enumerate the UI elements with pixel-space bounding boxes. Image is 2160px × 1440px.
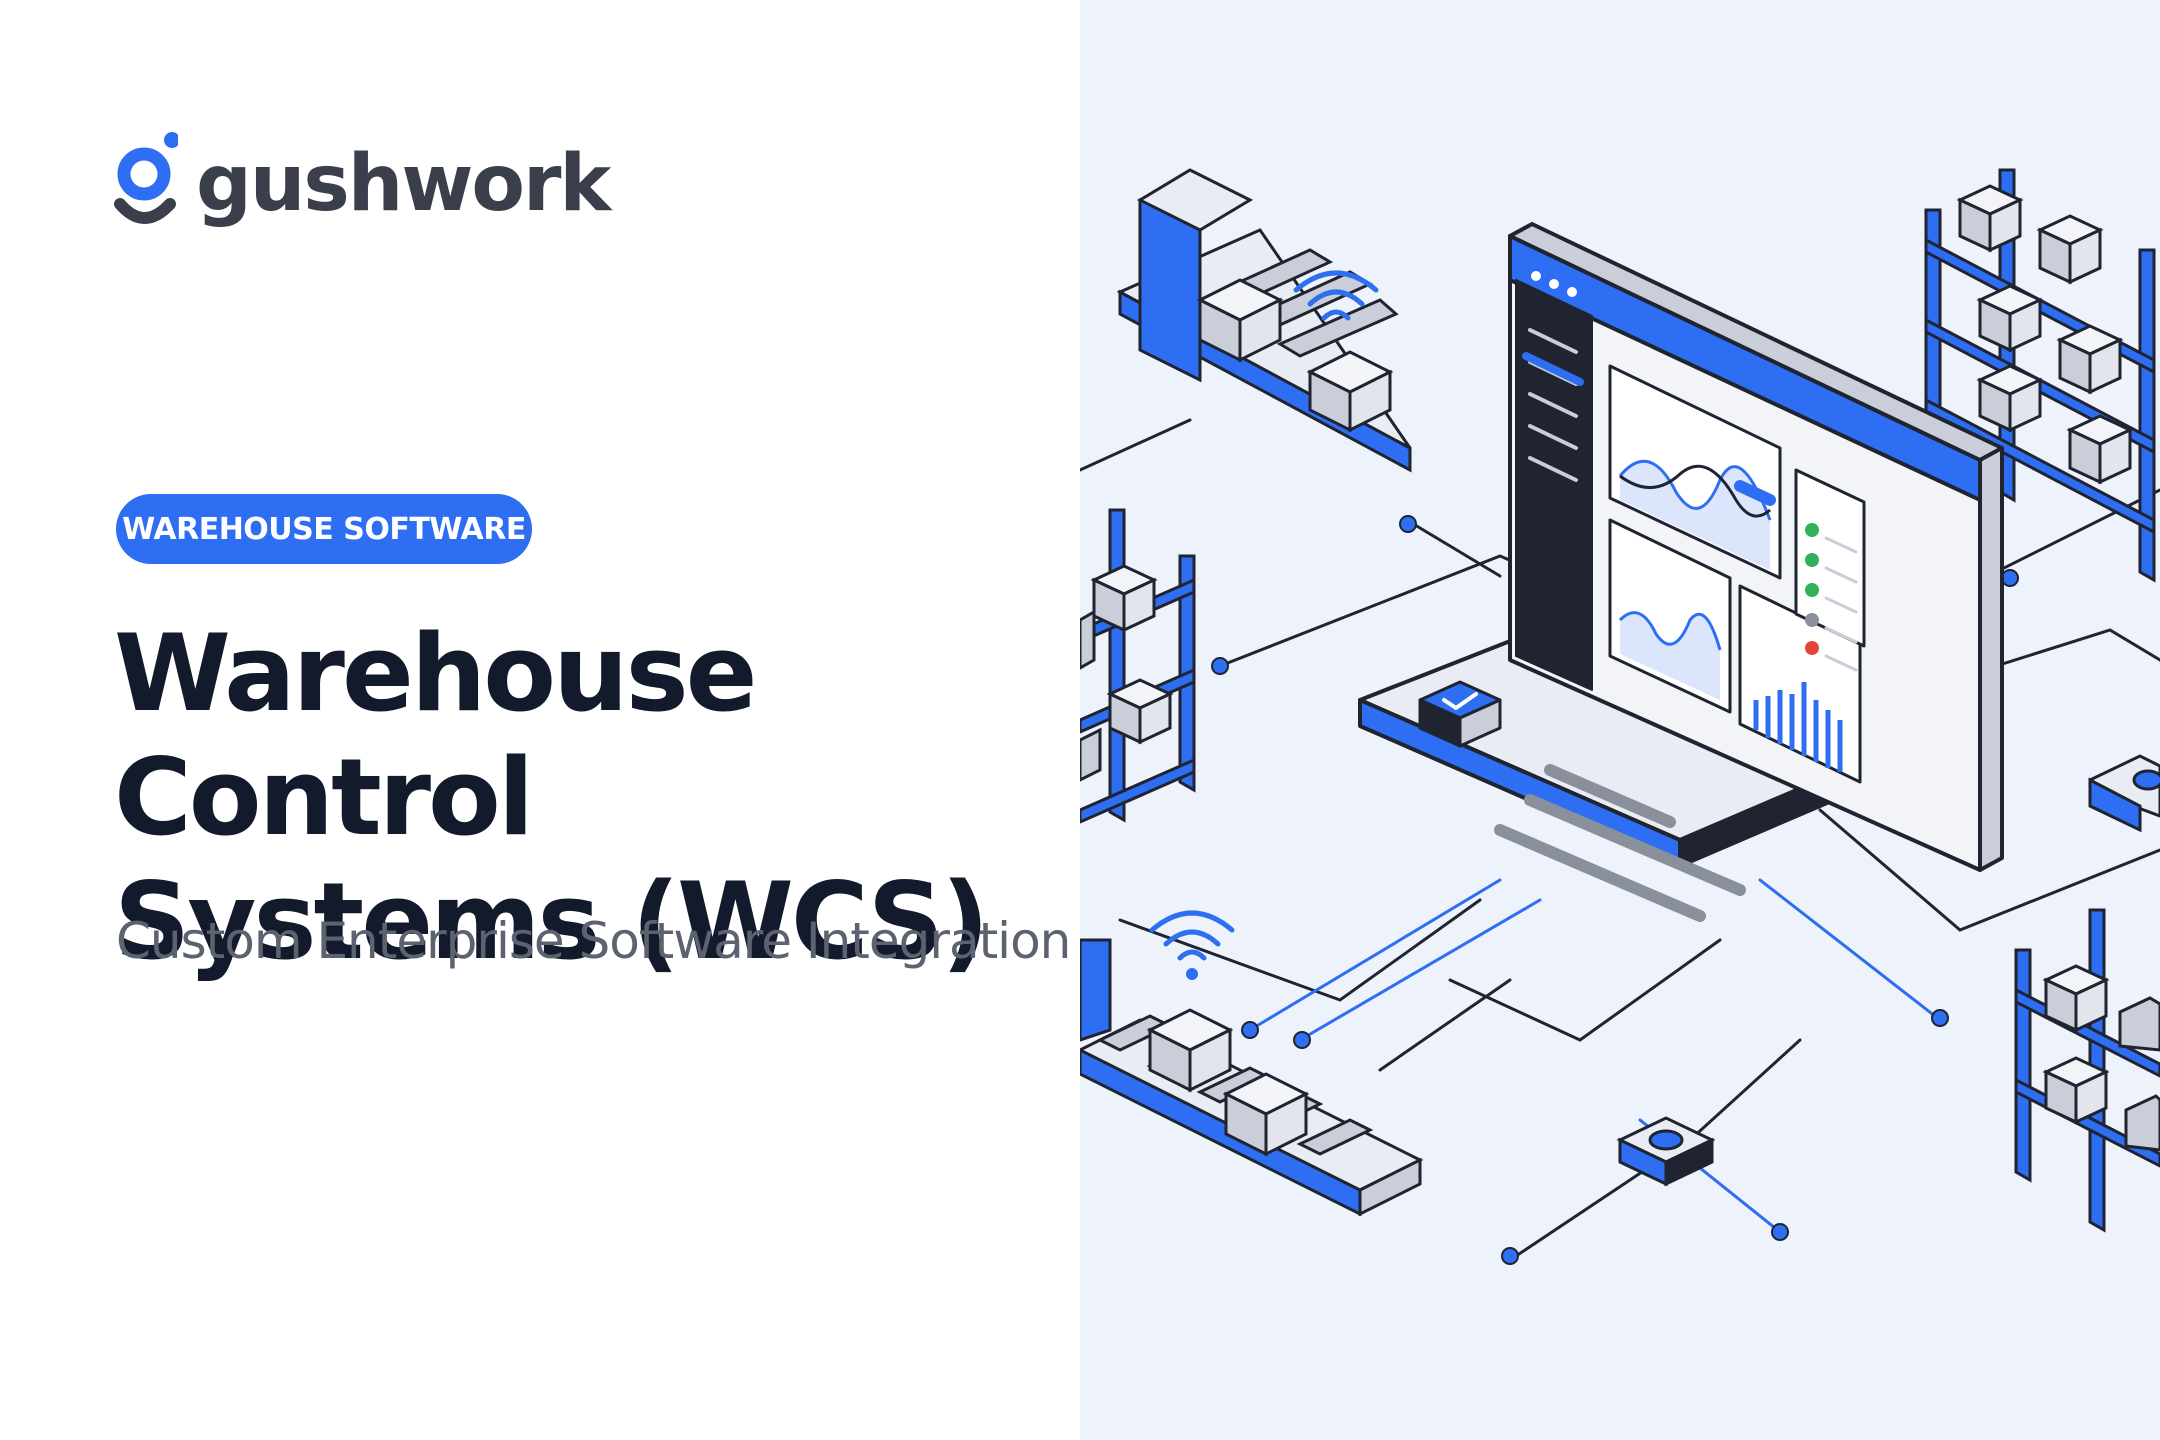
- network-node-icon: [1211, 657, 1229, 675]
- network-hub-icon: [1616, 1116, 1716, 1187]
- conveyor-top-left: [1116, 168, 1412, 473]
- cargo-box-icon: [2042, 964, 2160, 1152]
- cargo-box-icon: [1196, 278, 1394, 433]
- wifi-icon: [1149, 910, 1235, 961]
- brand-logo: gushwork: [114, 128, 611, 240]
- illustration-panel: [1080, 0, 2160, 1440]
- dashboard-monitor-icon: [1358, 222, 2004, 922]
- network-node-icon: [1771, 1223, 1789, 1241]
- conveyor-bottom-left: [1080, 938, 1424, 1217]
- storage-rack-bottom-right: [2014, 908, 2160, 1233]
- hero-panel: gushwork WAREHOUSE SOFTWARE Warehouse Co…: [114, 128, 1074, 984]
- title-line-1: Warehouse Control: [114, 612, 758, 859]
- gushwork-logo-icon: [114, 132, 178, 224]
- network-node-icon: [1241, 1021, 1259, 1039]
- network-node-icon: [1399, 515, 1417, 533]
- page-subtitle: Custom Enterprise Software Integration: [116, 912, 1071, 970]
- wifi-dot: [1186, 968, 1198, 980]
- brand-name: gushwork: [196, 139, 611, 229]
- category-badge: WAREHOUSE SOFTWARE: [116, 494, 532, 564]
- checkmark-icon: [1442, 692, 1478, 710]
- network-hub-right: [2088, 754, 2160, 833]
- network-node-icon: [1501, 1247, 1519, 1265]
- wifi-icon: [1293, 270, 1379, 321]
- storage-rack-top-right: [1924, 168, 2156, 583]
- title-line-2: Systems (WCS): [114, 860, 989, 983]
- cargo-box-icon: [1956, 184, 2134, 485]
- network-node-icon: [1931, 1009, 1949, 1027]
- network-node-icon: [2001, 569, 2019, 587]
- cargo-box-icon: [1080, 564, 1174, 782]
- network-node-icon: [1293, 1031, 1311, 1049]
- storage-rack-left: [1080, 508, 1196, 824]
- warehouse-illustration: [1080, 168, 2160, 1265]
- cargo-box-icon: [1146, 1008, 1310, 1157]
